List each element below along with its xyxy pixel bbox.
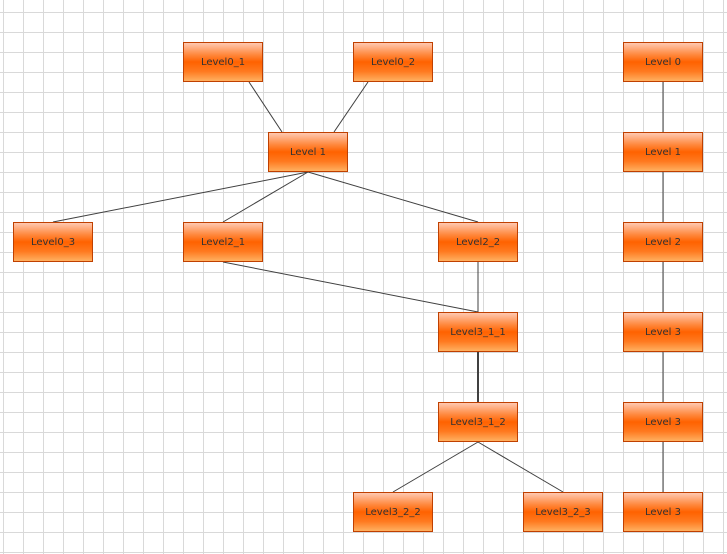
node-right-level1[interactable]: Level 1 — [623, 132, 703, 172]
node-right-level0[interactable]: Level 0 — [623, 42, 703, 82]
node-level0-1[interactable]: Level0_1 — [183, 42, 263, 82]
node-level3-1-2[interactable]: Level3_1_2 — [438, 402, 518, 442]
edge — [222, 171, 309, 223]
node-level3-1-1[interactable]: Level3_1_1 — [438, 312, 518, 352]
edge — [392, 441, 479, 493]
edge — [477, 441, 564, 493]
node-level0-2[interactable]: Level0_2 — [353, 42, 433, 82]
edge — [222, 261, 479, 313]
node-level1[interactable]: Level 1 — [268, 132, 348, 172]
node-right-level3-c[interactable]: Level 3 — [623, 492, 703, 532]
node-right-level3-a[interactable]: Level 3 — [623, 312, 703, 352]
node-level2-2[interactable]: Level2_2 — [438, 222, 518, 262]
edge — [333, 81, 369, 133]
edge — [307, 171, 479, 223]
node-level3-2-3[interactable]: Level3_2_3 — [523, 492, 603, 532]
node-level2-1[interactable]: Level2_1 — [183, 222, 263, 262]
node-right-level3-b[interactable]: Level 3 — [623, 402, 703, 442]
edge — [248, 81, 283, 133]
edge — [52, 171, 309, 223]
node-level3-2-2[interactable]: Level3_2_2 — [353, 492, 433, 532]
node-level0-3[interactable]: Level0_3 — [13, 222, 93, 262]
node-right-level2[interactable]: Level 2 — [623, 222, 703, 262]
